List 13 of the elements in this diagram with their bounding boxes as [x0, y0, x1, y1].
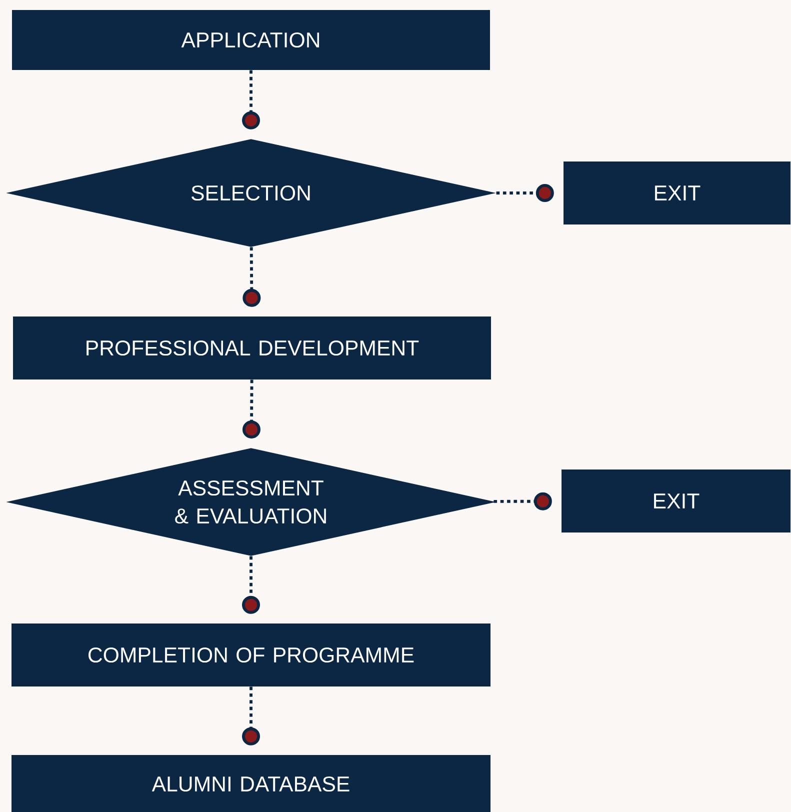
process-box: COMPLETION OF PROGRAMME: [12, 624, 490, 686]
connector: [242, 247, 261, 307]
connector: [242, 70, 260, 130]
connector: [242, 686, 260, 746]
connector: [496, 184, 554, 202]
connector: [242, 556, 260, 614]
process-box: PROFESSIONAL DEVELOPMENT: [13, 316, 491, 380]
connector: [242, 380, 260, 438]
process-box: EXIT: [564, 162, 791, 224]
connector: [494, 492, 552, 510]
process-box: EXIT: [562, 470, 791, 532]
process-box: ALUMNI DATABASE: [12, 755, 490, 812]
process-box: APPLICATION: [12, 10, 490, 70]
